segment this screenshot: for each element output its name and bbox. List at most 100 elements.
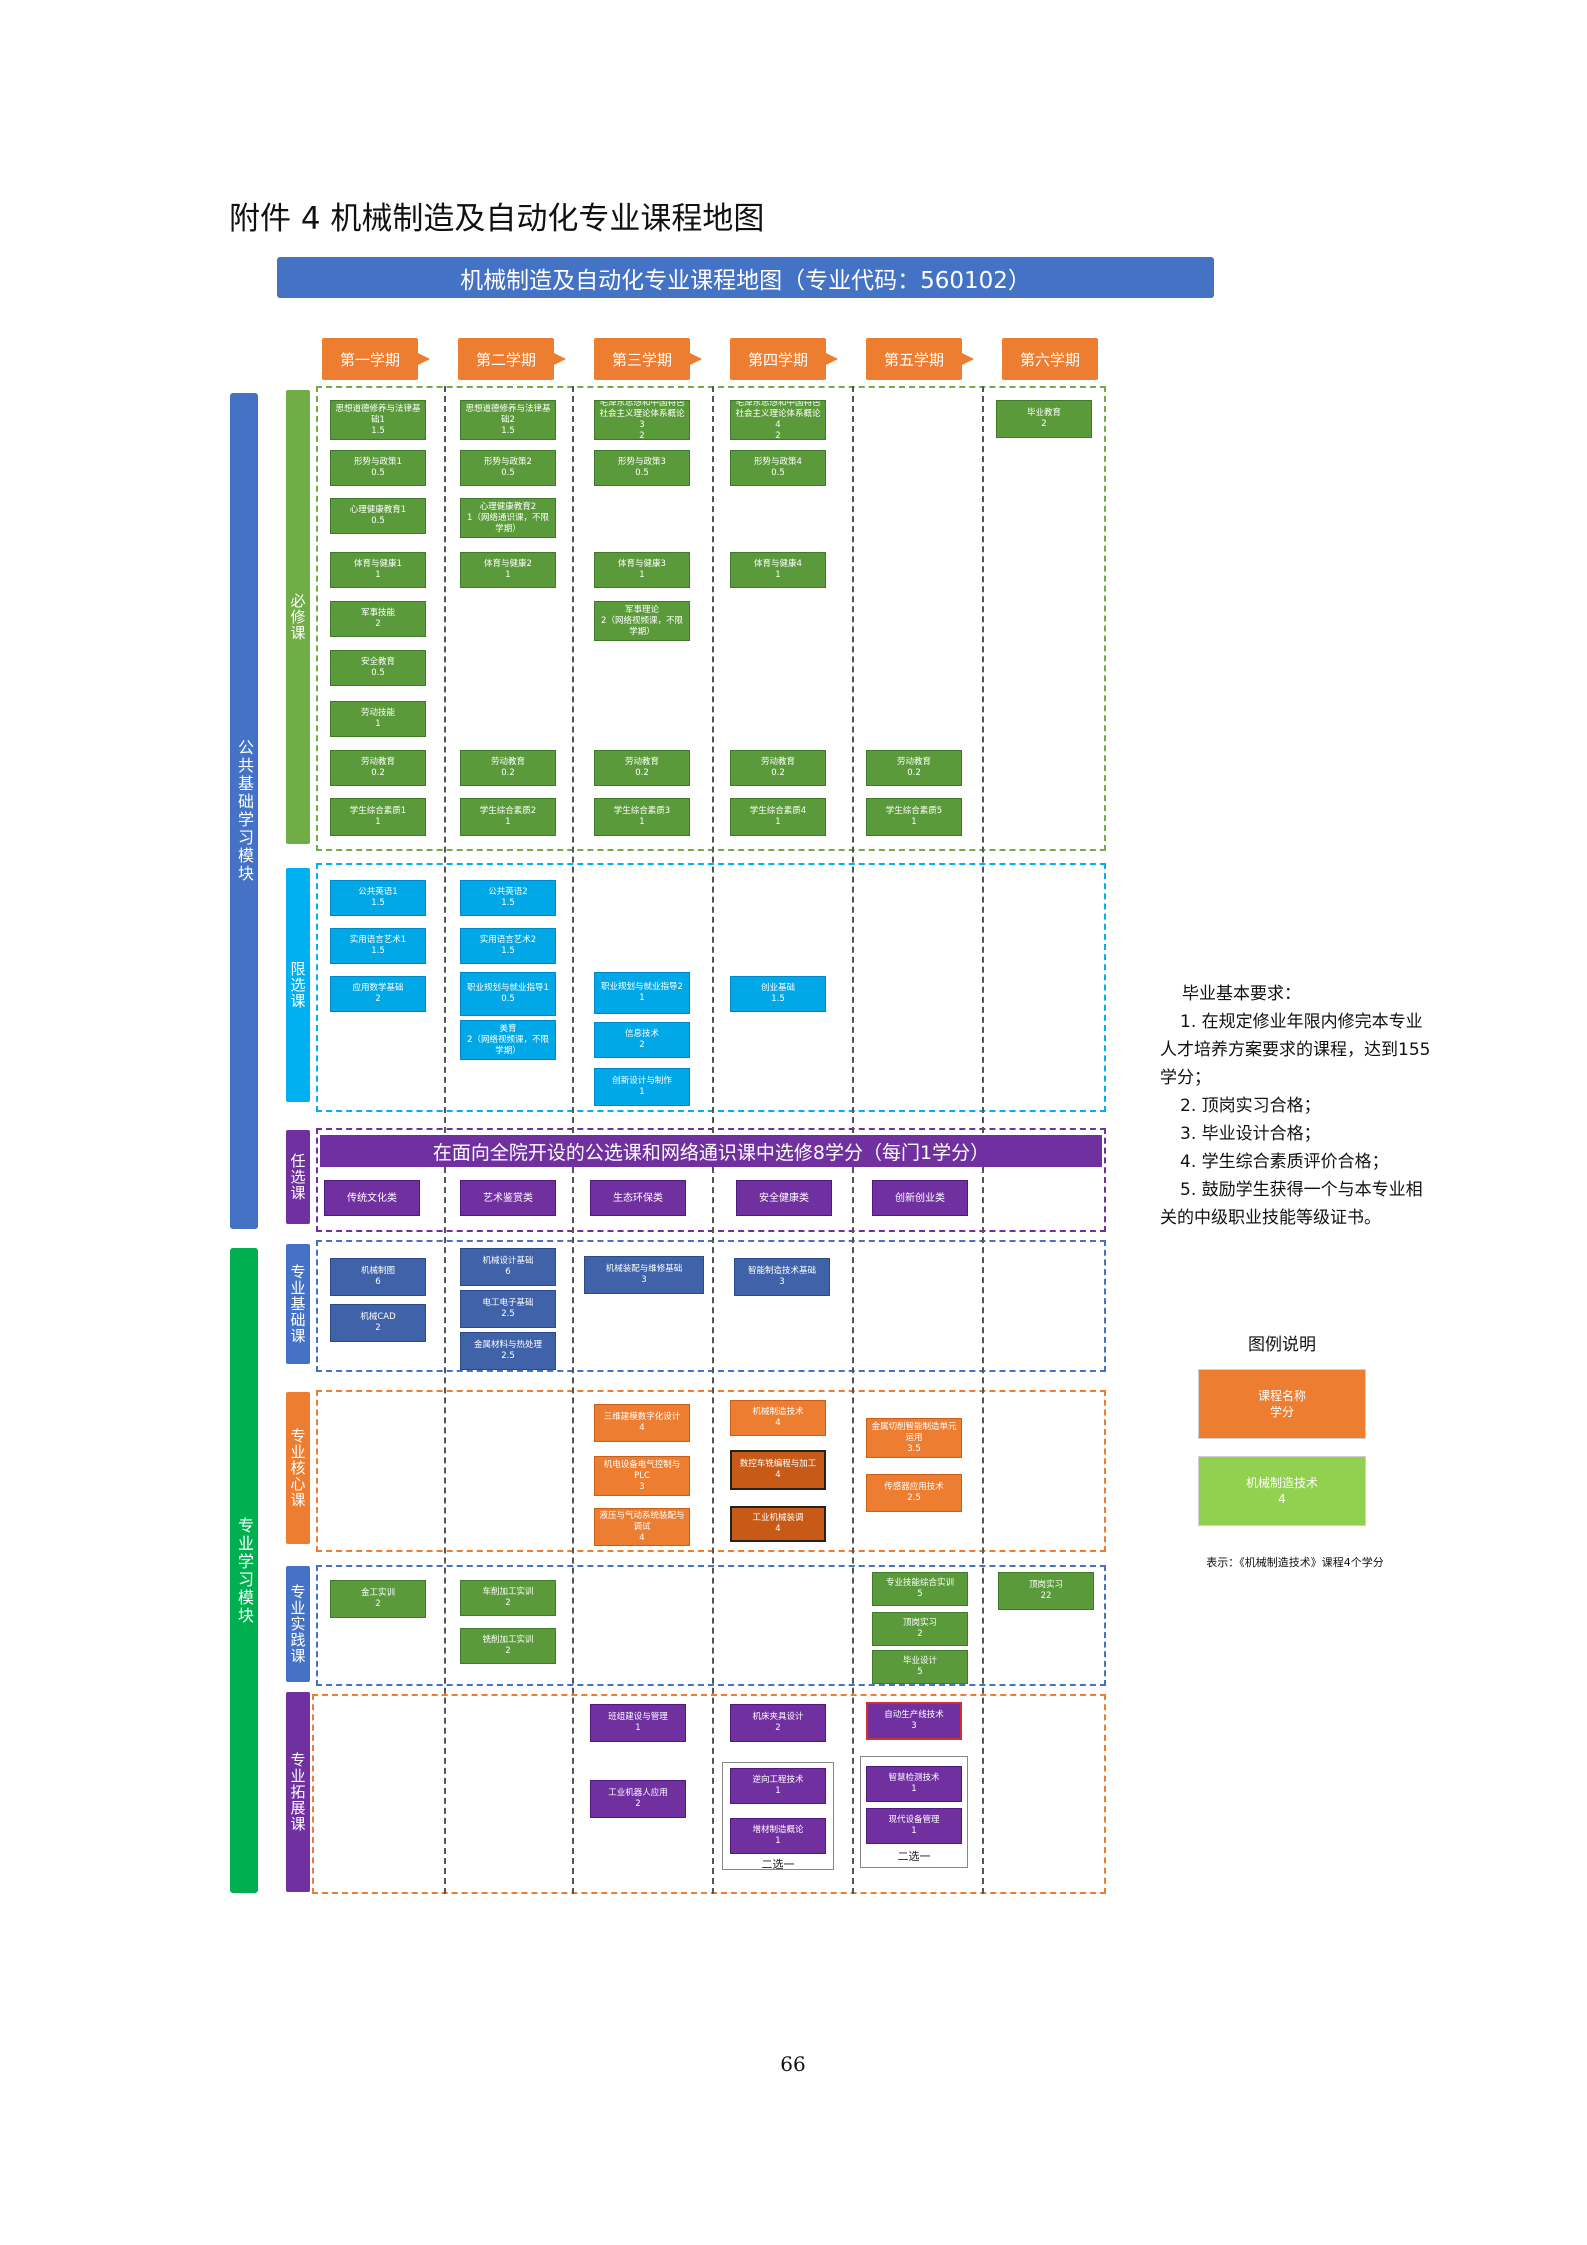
requirement-item: 1. 在规定修业年限内修完本专业人才培养方案要求的课程，达到155学分； [1160,1012,1431,1088]
legend-box-template: 课程名称学分 [1198,1369,1366,1439]
section-basic: 专业基础课 [286,1244,310,1364]
legend-note: 表示：《机械制造技术》课程4个学分 [1206,1556,1384,1569]
choose-one-label: 二选一 [761,1858,795,1871]
frame-basic [316,1240,1106,1372]
choose-one-label: 二选一 [897,1850,931,1863]
frame-core [316,1390,1106,1552]
frame-limited [316,863,1106,1112]
requirement-item: 2. 顶岗实习合格； [1180,1096,1321,1116]
choose-one-group [722,1762,834,1870]
course-box: 生态环保类 [590,1180,686,1216]
course-box: 传统文化类 [324,1180,420,1216]
course-box: 艺术鉴赏类 [460,1180,556,1216]
semester-header-5: 第五学期 [866,338,974,380]
frame-practice [316,1565,1106,1686]
semester-header-2: 第二学期 [458,338,566,380]
requirement-item: 3. 毕业设计合格； [1180,1124,1321,1144]
semester-header-1: 第一学期 [322,338,430,380]
course-map-banner: 机械制造及自动化专业课程地图（专业代码：560102） [277,257,1214,298]
course-box: 创新创业类 [872,1180,968,1216]
graduation-requirements: 毕业基本要求： 1. 在规定修业年限内修完本专业人才培养方案要求的课程，达到15… [1160,980,1436,1232]
semester-header-4: 第四学期 [730,338,838,380]
semester-header-3: 第三学期 [594,338,702,380]
module-professional: 专业学习模块 [230,1248,258,1893]
semester-header-6: 第六学期 [1002,338,1098,380]
elective-requirement-bar: 在面向全院开设的公选课和网络通识课中选修8学分（每门1学分） [320,1135,1102,1167]
requirement-item: 5. 鼓励学生获得一个与本专业相关的中级职业技能等级证书。 [1160,1180,1423,1228]
frame-optional [316,1128,1106,1232]
requirement-item: 4. 学生综合素质评价合格； [1180,1152,1389,1172]
frame-extension [312,1694,1106,1894]
frame-required [316,386,1106,851]
legend-title: 图例说明 [1248,1335,1316,1355]
course-box: 安全健康类 [736,1180,832,1216]
section-practice: 专业实践课 [286,1566,310,1682]
section-required: 必修课 [286,390,310,844]
page-number: 66 [780,2052,806,2076]
module-public: 公共基础学习模块 [230,393,258,1229]
